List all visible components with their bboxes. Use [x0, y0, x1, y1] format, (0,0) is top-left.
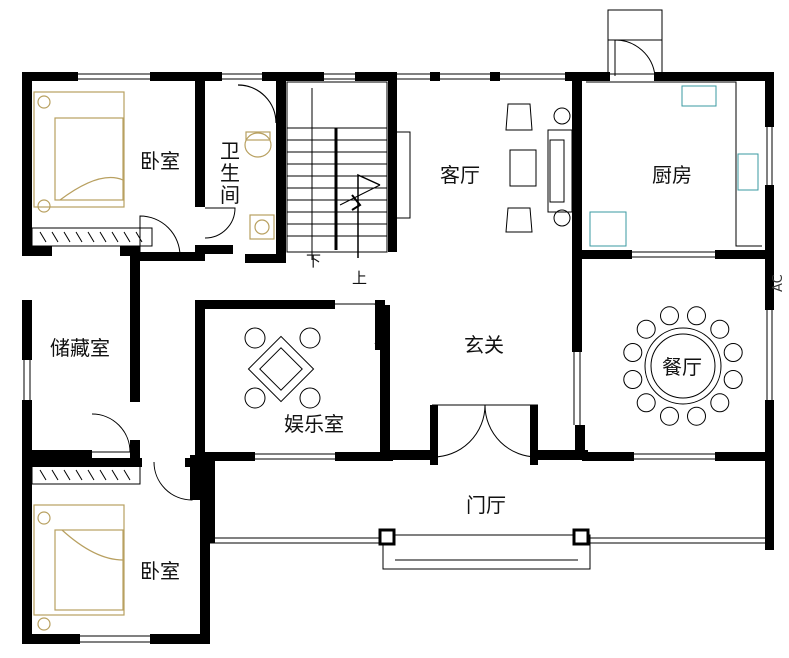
room-label-foyer: 玄关	[464, 333, 504, 357]
stairs-down-label: 下	[306, 252, 321, 270]
room-label-bedroom-bottom: 卧室	[140, 559, 180, 583]
porch-pillars	[378, 528, 590, 546]
dining-chair	[710, 393, 730, 413]
dining-table	[623, 306, 743, 426]
stairs-up-label: 上	[352, 269, 367, 287]
room-label-living: 客厅	[440, 163, 480, 187]
dining-chair	[723, 370, 743, 389]
room-label-bathroom: 卫 生 间	[220, 139, 246, 207]
dining-chair	[660, 306, 679, 326]
room-label-kitchen: 厨房	[652, 163, 692, 187]
room-label-dining: 餐厅	[662, 355, 702, 379]
room-label-hall: 门厅	[466, 493, 506, 517]
dining-chair	[723, 343, 743, 362]
doors	[91, 39, 656, 501]
bed-bottom	[33, 504, 125, 631]
room-label-entertainment: 娱乐室	[284, 412, 344, 436]
room-label-bedroom-top: 卧室	[140, 149, 180, 173]
wardrobe-top	[31, 227, 153, 247]
dining-chair	[623, 370, 643, 389]
thin-lines	[23, 9, 773, 643]
bed-top	[33, 91, 125, 213]
wardrobe-bottom	[31, 465, 141, 485]
living-furniture	[395, 103, 573, 233]
room-label-storage: 储藏室	[50, 336, 110, 360]
dining-chair	[636, 393, 656, 413]
room-labels: 卧室 客厅 厨房 储藏室 玄关 娱乐室 餐厅 门厅 卧室 卫 生 间 下 上 A…	[50, 139, 786, 583]
staircase	[286, 81, 388, 260]
dining-chair	[687, 406, 706, 426]
kitchen-counter	[586, 81, 762, 247]
game-table	[244, 327, 321, 409]
dining-chair	[660, 406, 679, 426]
dining-chair	[623, 343, 643, 362]
dining-chair	[636, 319, 656, 339]
bathroom-fixtures	[237, 84, 277, 240]
dining-chair	[710, 319, 730, 339]
dining-chair	[687, 306, 706, 326]
side-mark: AC	[771, 274, 786, 292]
